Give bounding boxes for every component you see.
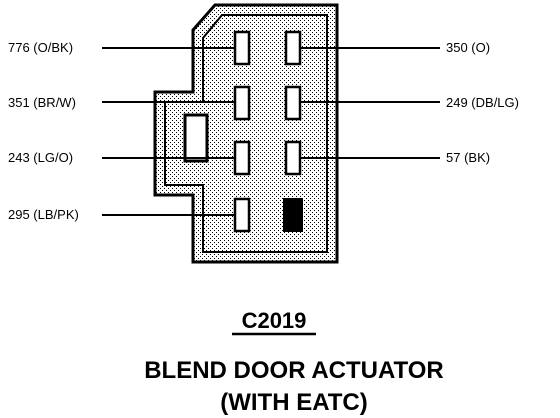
pin-cavity-776	[233, 30, 251, 66]
pin-cavity-empty	[283, 198, 303, 232]
component-title: BLEND DOOR ACTUATOR	[144, 357, 444, 384]
pin-label-249: 249 (DB/LG)	[446, 95, 519, 110]
pin-cavity-295	[233, 197, 251, 233]
pin-cavity-249	[284, 85, 302, 121]
pin-cavity-351	[233, 85, 251, 121]
pin-cavity-243	[233, 140, 251, 176]
connector-latch	[183, 113, 209, 163]
connector-id: C2019	[242, 308, 307, 333]
component-subtitle: (WITH EATC)	[220, 389, 368, 416]
pin-label-351: 351 (BR/W)	[8, 95, 76, 110]
pin-label-243: 243 (LG/O)	[8, 150, 73, 165]
pin-label-57: 57 (BK)	[446, 150, 490, 165]
pin-cavity-57	[284, 140, 302, 176]
pin-label-295: 295 (LB/PK)	[8, 207, 79, 222]
pin-label-350: 350 (O)	[446, 40, 490, 55]
pin-label-776: 776 (O/BK)	[8, 40, 73, 55]
pin-cavity-350	[284, 30, 302, 66]
